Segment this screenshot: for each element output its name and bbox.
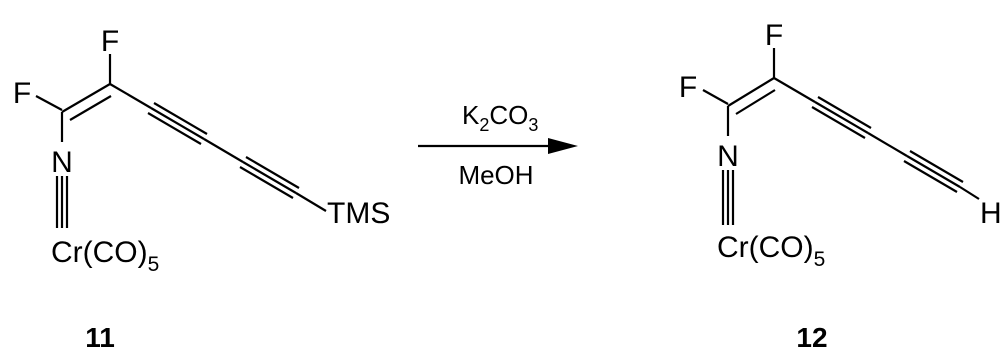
atom-f-left: F bbox=[13, 77, 31, 110]
bond-c1-f bbox=[702, 89, 729, 105]
bond-c6-h bbox=[959, 186, 980, 200]
compound-label-12: 12 bbox=[796, 322, 827, 351]
alkyne2-a bbox=[242, 161, 297, 194]
reagent-sub-3: 3 bbox=[528, 115, 538, 135]
bond-c1-c2-double bbox=[69, 95, 112, 121]
bond-c4-c5 bbox=[867, 132, 908, 157]
cr-text: Cr(CO) bbox=[717, 231, 814, 264]
reagent-k2co3: K2CO3 bbox=[462, 100, 538, 135]
solvent-meoh: MeOH bbox=[458, 160, 533, 190]
alkyne1-b bbox=[153, 102, 208, 135]
atom-f-left: F bbox=[679, 71, 697, 104]
alkyne2-a bbox=[906, 155, 961, 188]
alkyne2-b bbox=[909, 150, 964, 183]
atom-f-top: F bbox=[765, 19, 783, 52]
cr-text: Cr(CO) bbox=[51, 236, 148, 269]
alkyne1-c bbox=[147, 112, 202, 145]
cr-subscript: 5 bbox=[814, 248, 826, 271]
bond-c6-tms bbox=[295, 192, 327, 212]
bond-c1-f bbox=[35, 95, 63, 111]
atom-n: N bbox=[51, 146, 73, 179]
atom-tms: TMS bbox=[327, 197, 390, 230]
bond-c1-c2-double bbox=[735, 89, 776, 115]
compound-label-11: 11 bbox=[85, 322, 115, 351]
bond-c2-c3 bbox=[773, 77, 816, 103]
reagent-co: CO bbox=[489, 100, 528, 130]
alkyne2-c bbox=[903, 160, 958, 193]
alkyne1-b bbox=[817, 96, 872, 129]
atom-cr: Cr(CO)5 bbox=[51, 236, 159, 276]
bond-c2-c3 bbox=[109, 83, 152, 109]
atom-h: H bbox=[980, 197, 1002, 230]
atom-n: N bbox=[717, 140, 739, 173]
bond-c1-c2 bbox=[727, 77, 775, 107]
reaction-arrow-group: K2CO3 MeOH bbox=[418, 100, 578, 190]
atom-cr: Cr(CO)5 bbox=[717, 231, 825, 271]
reaction-arrow-head bbox=[548, 138, 578, 154]
alkyne1-c bbox=[811, 106, 866, 139]
bond-c1-c2 bbox=[61, 83, 111, 113]
alkyne1-a bbox=[150, 107, 205, 140]
atom-f-top: F bbox=[101, 25, 119, 58]
alkyne2-b bbox=[245, 156, 300, 189]
reagent-sub-2: 2 bbox=[479, 115, 489, 135]
alkyne2-c bbox=[239, 166, 294, 199]
alkyne1-a bbox=[814, 101, 869, 134]
bond-c4-c5 bbox=[203, 138, 244, 163]
compound-11: F F N TMS Cr(CO)5 11 bbox=[13, 25, 390, 351]
reagent-k: K bbox=[462, 100, 480, 130]
cr-subscript: 5 bbox=[148, 253, 160, 276]
compound-12: F F N H Cr(CO)5 12 bbox=[679, 19, 1002, 351]
